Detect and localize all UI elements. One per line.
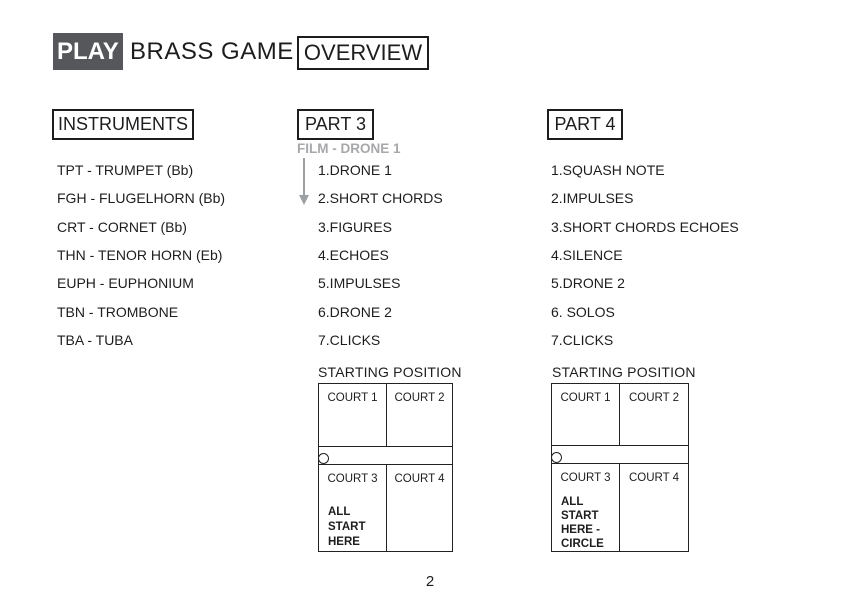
list-item: 4.ECHOES <box>318 246 389 263</box>
list-item: 5.IMPULSES <box>318 275 401 292</box>
start-marker-circle <box>551 452 562 464</box>
corridor-strip <box>551 446 688 464</box>
play-highlight-label: PLAY <box>53 33 123 70</box>
part3-court-diagram: COURT 1 COURT 2 COURT 3 ALL START HERE C… <box>318 383 453 552</box>
court-4-cell: COURT 4 <box>394 473 445 485</box>
part4-sequence-list: 1.SQUASH NOTE 2.IMPULSES 3.SHORT CHORDS … <box>551 156 739 354</box>
court-3-cell: COURT 3 ALL START HERE - CIRCLE <box>552 464 620 551</box>
part3-sequence-list: 1.DRONE 1 2.SHORT CHORDS 3.FIGURES 4.ECH… <box>318 156 443 354</box>
court-bottom-row: COURT 3 ALL START HERE - CIRCLE COURT 4 <box>552 464 688 551</box>
page-number: 2 <box>425 573 435 590</box>
list-item: 3.FIGURES <box>318 218 392 235</box>
part4-court-diagram: COURT 1 COURT 2 COURT 3 ALL START HERE -… <box>551 383 689 552</box>
list-item: TBA - TUBA <box>57 331 133 348</box>
down-arrow-icon <box>299 158 309 205</box>
court-2-cell: COURT 2 <box>628 392 680 404</box>
list-item: TBN - TROMBONE <box>57 303 179 320</box>
list-item: 3.SHORT CHORDS ECHOES <box>551 218 739 235</box>
list-item: 7.CLICKS <box>551 331 614 348</box>
court-4-cell: COURT 4 <box>628 472 680 484</box>
court-2-cell: COURT 2 <box>394 392 445 404</box>
list-item: 2.SHORT CHORDS <box>318 190 443 207</box>
court-1-cell: COURT 1 <box>319 384 387 446</box>
court-3-label: COURT 3 <box>560 472 611 484</box>
list-item: 4.SILENCE <box>551 246 623 263</box>
list-item: TPT - TRUMPET (Bb) <box>57 162 194 178</box>
court-bottom-row: COURT 3 ALL START HERE COURT 4 <box>319 465 452 551</box>
list-item: THN - TENOR HORN (Eb) <box>57 246 223 263</box>
all-start-here-note: ALL START HERE <box>328 506 366 548</box>
court-1-cell: COURT 1 <box>552 384 620 446</box>
list-item: 6.DRONE 2 <box>318 303 392 320</box>
list-item: 5.DRONE 2 <box>551 275 625 292</box>
court-3-cell: COURT 3 ALL START HERE <box>319 465 387 551</box>
instruments-list: TPT - TRUMPET (Bb) FGH - FLUGELHORN (Bb)… <box>57 156 225 354</box>
list-item: 6. SOLOS <box>551 303 615 320</box>
overview-heading: OVERVIEW <box>297 36 429 70</box>
all-start-here-circle-note: ALL START HERE - CIRCLE <box>561 496 604 550</box>
court-3-label: COURT 3 <box>327 473 378 485</box>
court-top-row: COURT 1 COURT 2 <box>552 384 688 447</box>
list-item: CRT - CORNET (Bb) <box>57 218 187 235</box>
list-item: 7.CLICKS <box>318 331 381 348</box>
instruments-heading: INSTRUMENTS <box>52 109 194 140</box>
part4-heading: PART 4 <box>547 109 623 140</box>
starting-position-label: STARTING POSITION <box>552 364 696 380</box>
corridor-strip <box>318 447 452 465</box>
list-item: 1.SQUASH NOTE <box>551 162 665 178</box>
starting-position-label: STARTING POSITION <box>318 364 462 380</box>
part3-heading: PART 3 <box>297 109 374 140</box>
film-drone-note: FILM - DRONE 1 <box>297 141 401 156</box>
list-item: 1.DRONE 1 <box>318 162 392 178</box>
list-item: 2.IMPULSES <box>551 190 634 207</box>
start-marker-circle <box>318 453 329 464</box>
court-top-row: COURT 1 COURT 2 <box>319 384 452 447</box>
list-item: FGH - FLUGELHORN (Bb) <box>57 190 226 207</box>
page-title: BRASS GAME <box>130 38 294 65</box>
list-item: EUPH - EUPHONIUM <box>57 275 194 292</box>
